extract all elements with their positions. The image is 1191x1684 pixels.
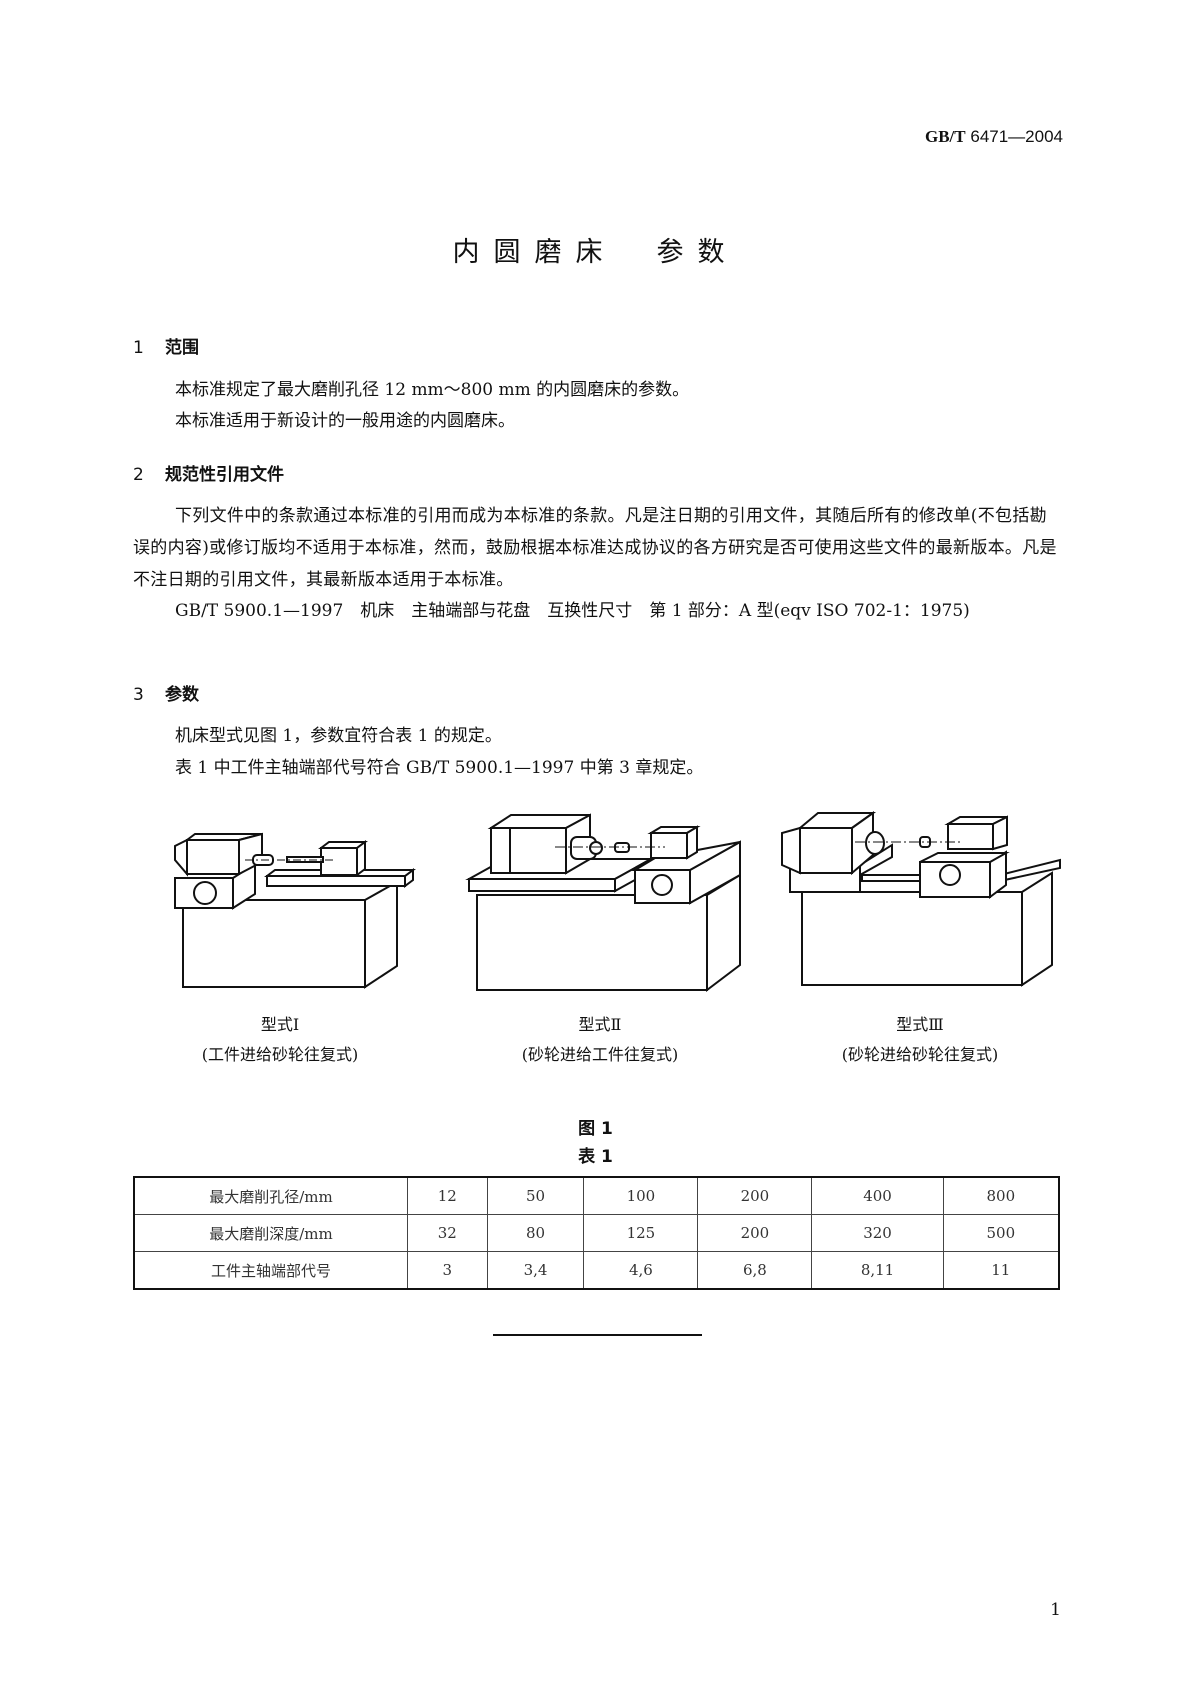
standard-number: GB/T 6471—2004 bbox=[925, 127, 1063, 147]
table-cell: 200 bbox=[697, 1214, 813, 1252]
section-title: 规范性引用文件 bbox=[165, 465, 284, 485]
row-header: 最大磨削孔径/mm bbox=[133, 1176, 408, 1215]
type-name: 型式Ⅱ bbox=[578, 1015, 622, 1034]
type-description: (工件进给砂轮往复式) bbox=[201, 1045, 359, 1064]
section-number: 2 bbox=[133, 465, 144, 485]
table-cell: 100 bbox=[583, 1176, 699, 1215]
table-cell: 80 bbox=[486, 1214, 585, 1252]
table-cell: 3,4 bbox=[486, 1251, 585, 1290]
type-name: 型式Ⅲ bbox=[896, 1015, 944, 1034]
table-cell: 11 bbox=[942, 1251, 1060, 1290]
type-name: 型式Ⅰ bbox=[260, 1015, 300, 1034]
section-title: 参数 bbox=[165, 685, 199, 705]
table-cell: 4,6 bbox=[583, 1251, 699, 1290]
table-row: 最大磨削孔径/mm 12 50 100 200 400 800 bbox=[133, 1176, 1060, 1215]
table-cell: 500 bbox=[942, 1214, 1060, 1252]
figure-caption-type-2: 型式Ⅱ (砂轮进给工件往复式) bbox=[490, 1010, 710, 1070]
section-title: 范围 bbox=[165, 338, 199, 358]
table-cell: 12 bbox=[407, 1176, 488, 1215]
section-heading-scope: 1 范围 bbox=[133, 333, 199, 358]
standard-code: 6471—2004 bbox=[970, 127, 1063, 146]
type-description: (砂轮进给工件往复式) bbox=[521, 1045, 679, 1064]
parameters-table: 最大磨削孔径/mm 12 50 100 200 400 800 最大磨削深度/m… bbox=[133, 1176, 1060, 1290]
table-row: 工件主轴端部代号 3 3,4 4,6 6,8 8,11 11 bbox=[133, 1251, 1060, 1290]
section-number: 1 bbox=[133, 338, 144, 358]
table-label: 表 1 bbox=[578, 1147, 613, 1167]
title-part2: 参数 bbox=[656, 237, 739, 268]
type-description: (砂轮进给砂轮往复式) bbox=[841, 1045, 999, 1064]
table-cell: 8,11 bbox=[811, 1251, 944, 1290]
table-cell: 3 bbox=[407, 1251, 488, 1290]
table-cell: 800 bbox=[942, 1176, 1060, 1215]
table-cell: 50 bbox=[486, 1176, 585, 1215]
paragraph: 下列文件中的条款通过本标准的引用而成为本标准的条款。凡是注日期的引用文件，其随后… bbox=[133, 506, 1057, 590]
table-cell: 6,8 bbox=[697, 1251, 813, 1290]
reference-item: GB/T 5900.1—1997 机床 主轴端部与花盘 互换性尺寸 第 1 部分… bbox=[175, 601, 970, 621]
figure-label: 图 1 bbox=[578, 1119, 613, 1139]
machine-type-2-drawing bbox=[465, 813, 741, 993]
table-row: 最大磨削深度/mm 32 80 125 200 320 500 bbox=[133, 1214, 1060, 1252]
paragraph: 本标准规定了最大磨削孔径 12 mm～800 mm 的内圆磨床的参数。 bbox=[175, 380, 690, 400]
standard-prefix: GB/T bbox=[925, 127, 966, 146]
title-part1: 内圆磨床 bbox=[452, 237, 617, 268]
table-cell: 125 bbox=[583, 1214, 699, 1252]
paragraph: 表 1 中工件主轴端部代号符合 GB/T 5900.1—1997 中第 3 章规… bbox=[175, 758, 704, 778]
row-header: 最大磨削深度/mm bbox=[133, 1214, 408, 1252]
section-number: 3 bbox=[133, 685, 144, 705]
page-number: 1 bbox=[1050, 1600, 1061, 1620]
paragraph: 本标准适用于新设计的一般用途的内圆磨床。 bbox=[175, 411, 515, 431]
section-heading-parameters: 3 参数 bbox=[133, 680, 199, 705]
table-cell: 400 bbox=[811, 1176, 944, 1215]
figure-caption-type-1: 型式Ⅰ (工件进给砂轮往复式) bbox=[180, 1010, 380, 1070]
paragraph: 机床型式见图 1，参数宜符合表 1 的规定。 bbox=[175, 726, 502, 746]
figure-caption-type-3: 型式Ⅲ (砂轮进给砂轮往复式) bbox=[810, 1010, 1030, 1070]
row-header: 工件主轴端部代号 bbox=[133, 1251, 408, 1290]
machine-type-3-drawing bbox=[781, 811, 1061, 987]
table-cell: 32 bbox=[407, 1214, 488, 1252]
section-heading-references: 2 规范性引用文件 bbox=[133, 460, 284, 485]
table-cell: 200 bbox=[697, 1176, 813, 1215]
page-title: 内圆磨床 参数 bbox=[0, 230, 1191, 269]
table-cell: 320 bbox=[811, 1214, 944, 1252]
end-rule-divider bbox=[493, 1334, 702, 1336]
machine-type-1-drawing bbox=[174, 832, 416, 989]
